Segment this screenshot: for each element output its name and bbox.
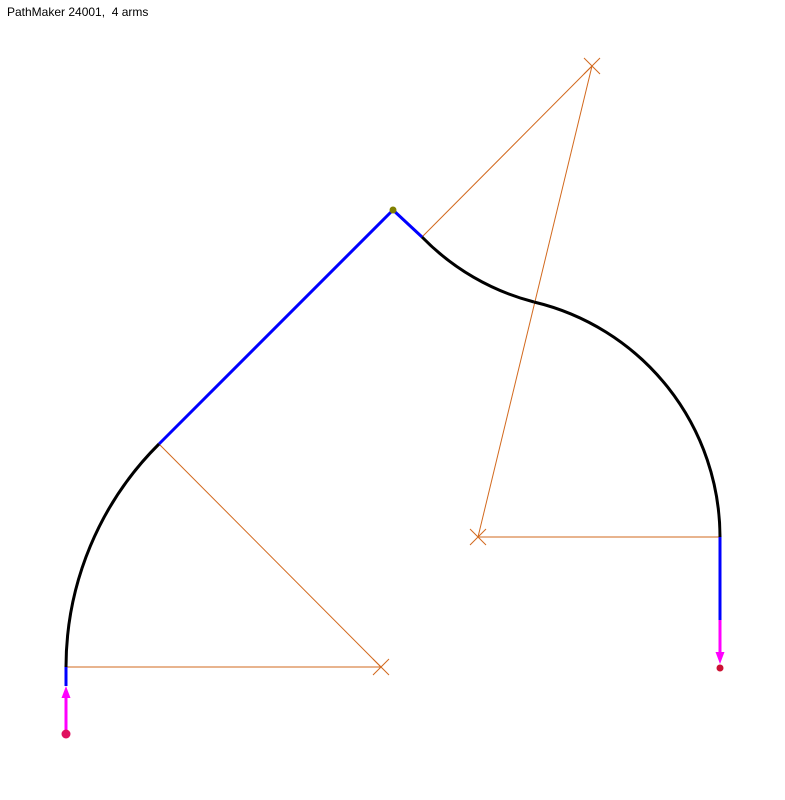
start-point <box>61 729 71 739</box>
start-arrow-head <box>61 686 71 698</box>
center-marker <box>372 658 390 676</box>
straight-segments <box>64 208 722 686</box>
page-title: PathMaker 24001, 4 arms <box>7 5 149 19</box>
center-marker <box>469 528 487 546</box>
arc-segment <box>420 235 535 304</box>
end-point <box>716 664 724 672</box>
arc-segment <box>533 300 722 538</box>
center-markers <box>372 57 601 676</box>
straight-segment <box>157 208 395 446</box>
center-marker <box>583 57 601 75</box>
construction-lines <box>66 65 720 668</box>
arc-segment <box>64 442 161 668</box>
end-arrow-head <box>715 652 725 664</box>
junction-point <box>389 206 397 214</box>
direction-arrows <box>61 620 725 733</box>
arc-segments <box>64 235 722 668</box>
straight-segment <box>391 208 424 239</box>
construction-line <box>421 65 593 238</box>
construction-line <box>158 443 382 668</box>
